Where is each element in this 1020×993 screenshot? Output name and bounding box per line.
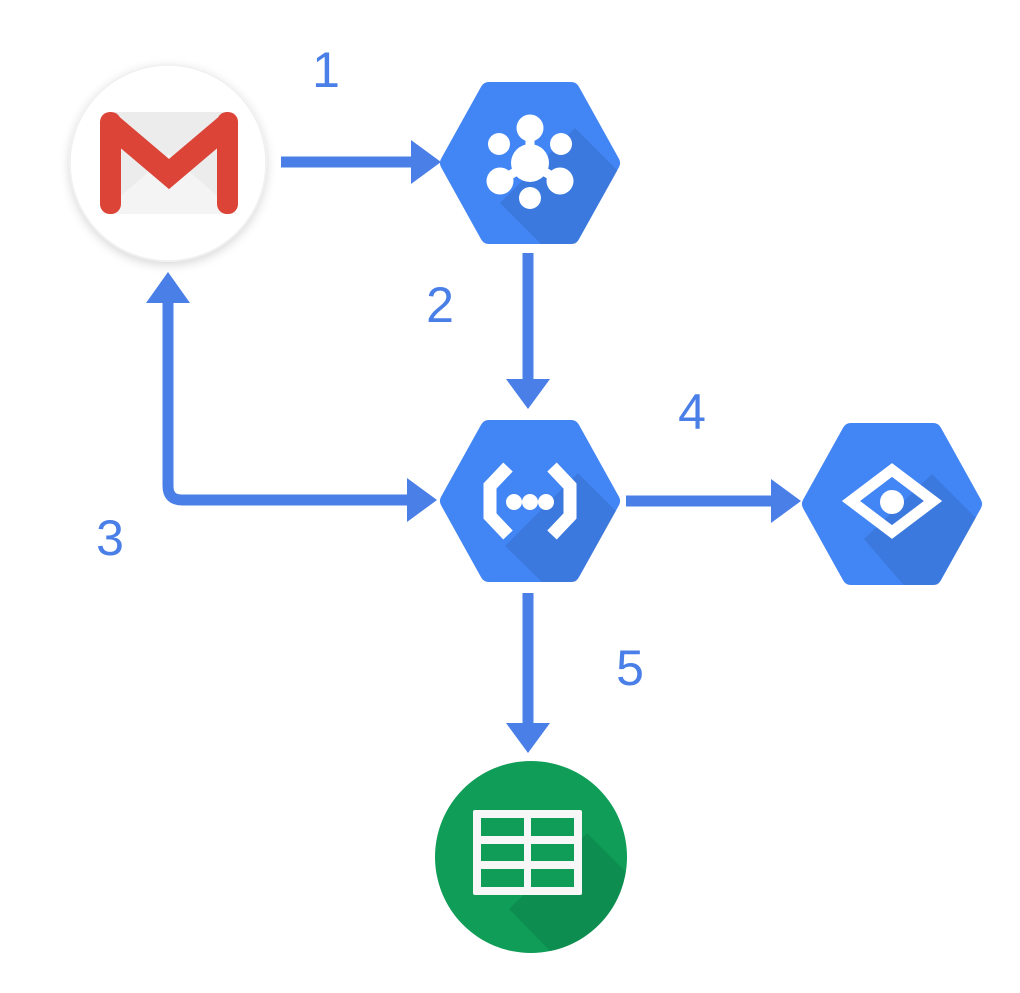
arrow-4-head-icon (771, 479, 801, 523)
gmail-icon (100, 112, 238, 214)
arrow-3-right-head-icon (407, 478, 437, 522)
arrow-3 (146, 272, 437, 522)
cloud-functions-node (440, 420, 622, 582)
gmail-envelope-right-bar (217, 112, 238, 214)
step-label-1: 1 (312, 42, 340, 98)
gmail-envelope-flap (102, 115, 236, 190)
cloud-pubsub-icon (486, 114, 574, 209)
step-label-2: 2 (426, 277, 454, 333)
arrow-5 (506, 593, 550, 753)
step-label-4: 4 (678, 384, 706, 440)
gmail-envelope-left-bar (100, 112, 121, 214)
arrow-2 (506, 253, 550, 409)
step-label-5: 5 (616, 640, 644, 696)
arrow-5-head-icon (506, 723, 550, 753)
google-sheets-icon (473, 810, 582, 895)
google-sheets-node (435, 761, 627, 953)
arrow-3-up-head-icon (146, 272, 190, 303)
step-label-3: 3 (96, 510, 124, 566)
cloud-pubsub-node (440, 82, 622, 244)
gmail-node (69, 64, 267, 262)
cloud-functions-icon (483, 462, 577, 540)
cloud-vision-node (802, 423, 984, 585)
arrow-3-line (162, 303, 407, 506)
arrow-1 (281, 140, 441, 184)
arrow-1-head-icon (411, 140, 441, 184)
cloud-vision-icon (841, 463, 943, 539)
arrow-4 (626, 479, 801, 523)
arrow-2-head-icon (506, 379, 550, 409)
